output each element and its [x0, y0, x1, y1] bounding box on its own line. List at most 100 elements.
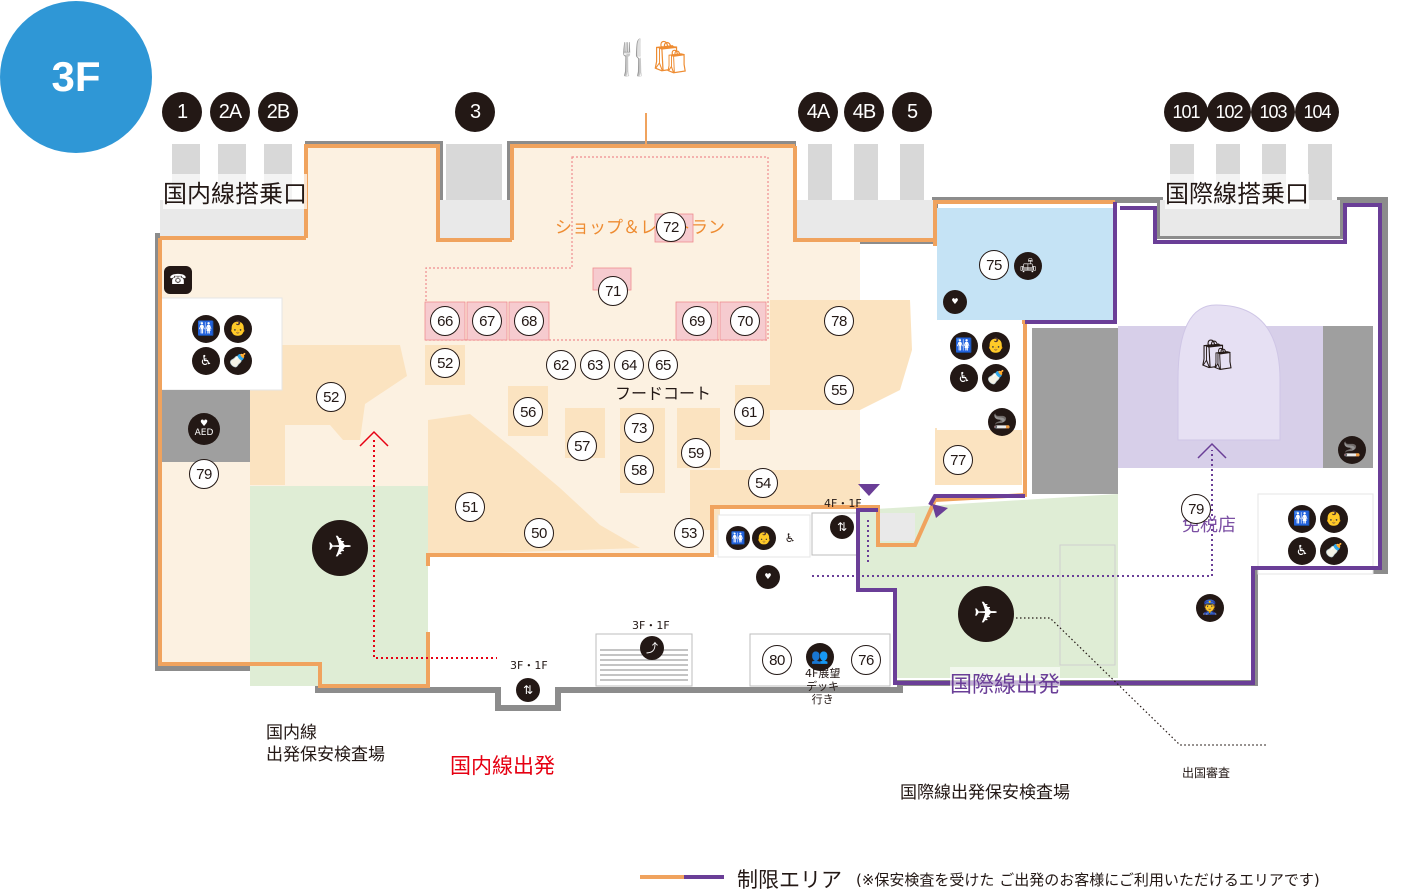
domestic-security-label: 国内線 出発保安検査場 [266, 723, 385, 765]
accessible-restroom-icon: ♿ [1288, 537, 1316, 565]
gate-badge: 101 [1164, 92, 1208, 132]
shop-number[interactable]: 64 [614, 350, 644, 380]
shop-number[interactable]: 71 [598, 276, 628, 306]
gate-badge: 2A [210, 92, 250, 132]
shop-number[interactable]: 53 [674, 518, 704, 548]
shop-number[interactable]: 79 [189, 459, 219, 489]
shop-number[interactable]: 63 [580, 350, 610, 380]
shop-number[interactable]: 75 [979, 250, 1009, 280]
gate-badge: 1 [162, 92, 202, 132]
nursing-room-icon: 👶 [224, 315, 252, 343]
stairs-lines [600, 649, 688, 681]
intl-security-label: 国際線出発保安検査場 [900, 783, 1070, 803]
gate-badge: 5 [892, 92, 932, 132]
food-court-label: フードコート [615, 384, 712, 403]
nursing-room-icon: 👶 [752, 526, 776, 550]
accessible-restroom-icon: ♿ [778, 526, 802, 550]
shop-number[interactable]: 56 [513, 397, 543, 427]
legend-note: (※保安検査を受けた ご出発のお客様にご利用いただけるエリアです) [856, 871, 1320, 889]
shop-number[interactable]: 77 [943, 445, 973, 475]
departure-plane-icon: ✈ [312, 520, 368, 576]
nursing-room-icon: 👶 [1320, 505, 1348, 533]
shop-number[interactable]: 80 [762, 645, 792, 675]
shop-number[interactable]: 62 [546, 350, 576, 380]
escalator-label-3f1f: 3F・1F [632, 619, 670, 632]
gate-badge: 4A [798, 92, 838, 132]
restroom-block-left [159, 297, 283, 391]
restroom-icon: 🚻 [726, 526, 750, 550]
shop-number[interactable]: 67 [472, 306, 502, 336]
intl-departure-label: 国際線出発 [950, 667, 1061, 699]
aed-icon: ♥AED [188, 413, 220, 445]
restroom-icon: 🚻 [950, 332, 978, 360]
intl-wall-block [1032, 328, 1118, 494]
gate-badge: 4B [844, 92, 884, 132]
intl-restricted-border [856, 202, 1382, 685]
elevator-label-4f1f: 4F・1F [824, 497, 862, 510]
duty-free-oval [1177, 304, 1281, 441]
shop-number[interactable]: 72 [656, 212, 686, 242]
shop-number[interactable]: 68 [514, 306, 544, 336]
elevator-label-3f1f: 3F・1F [510, 659, 548, 672]
shop-number[interactable]: 54 [748, 468, 778, 498]
elevator-icon: ⇅ [830, 515, 854, 539]
accessible-restroom-icon: ♿ [950, 364, 978, 392]
gate-badge: 102 [1207, 92, 1251, 132]
baby-changing-icon: 🍼 [1320, 537, 1348, 565]
immigration-label: 出国審査 [1182, 766, 1231, 780]
observation-deck-label: 4F展望 デッキ 行き [805, 667, 841, 706]
domestic-security-area [250, 486, 428, 686]
shop-number[interactable]: 70 [730, 306, 760, 336]
meeting-point-icon: 👥 [806, 643, 834, 671]
arrow-left-marker [932, 504, 948, 518]
baby-changing-icon: 🍼 [224, 347, 252, 375]
shop-number[interactable]: 55 [824, 375, 854, 405]
shop-number[interactable]: 52 [316, 382, 346, 412]
shop-number[interactable]: 52 [430, 348, 460, 378]
domestic-route [373, 440, 497, 659]
shop-number[interactable]: 66 [430, 306, 460, 336]
shop-number[interactable]: 65 [648, 350, 678, 380]
aed-label: AED [194, 428, 214, 438]
floor-badge: 3F [0, 1, 152, 153]
shop-number[interactable]: 78 [824, 306, 854, 336]
aed-icon: ♥ [756, 565, 780, 589]
lounge-icon: 🛋 [1014, 252, 1042, 280]
intl-route [812, 450, 1213, 577]
shop-number[interactable]: 57 [567, 431, 597, 461]
shop-number[interactable]: 79 [1181, 494, 1211, 524]
domestic-departure-label: 国内線出発 [450, 754, 555, 778]
gate-badge: 3 [455, 92, 495, 132]
shop-restaurant-label: ショップ＆レストラン [555, 218, 725, 238]
shop-number[interactable]: 61 [734, 397, 764, 427]
intl-boarding-label: 国際線搭乗口 [1165, 174, 1309, 209]
police-icon: 👮 [1196, 594, 1224, 622]
aed-icon: ♥ [943, 290, 967, 314]
shop-number[interactable]: 73 [624, 413, 654, 443]
domestic-route-arrow [359, 430, 389, 447]
escalator-icon: ⤴ [640, 636, 664, 660]
shop-number[interactable]: 50 [524, 518, 554, 548]
arrow-down-marker [858, 484, 880, 496]
shopping-icon: 🛍 [650, 38, 691, 76]
duty-free-icon: 🛍 [1198, 338, 1237, 373]
shop-number[interactable]: 51 [455, 492, 485, 522]
departure-plane-icon: ✈ [958, 586, 1014, 642]
nursing-room-icon: 👶 [982, 332, 1010, 360]
shop-number[interactable]: 58 [624, 455, 654, 485]
shop-number[interactable]: 59 [681, 438, 711, 468]
domestic-restricted-border [158, 144, 1115, 688]
smoking-room-icon: 🚬 [988, 408, 1016, 436]
shop-number[interactable]: 69 [682, 306, 712, 336]
legend-label: 制限エリア [737, 868, 842, 892]
restroom-icon: 🚻 [192, 315, 220, 343]
restaurant-icon: 🍴 [612, 38, 655, 78]
gate-badge: 104 [1295, 92, 1339, 132]
baby-changing-icon: 🍼 [982, 364, 1010, 392]
domestic-boarding-label: 国内線搭乗口 [163, 174, 307, 209]
shop-number[interactable]: 76 [851, 645, 881, 675]
accessible-restroom-icon: ♿ [192, 347, 220, 375]
elevator-icon: ⇅ [516, 678, 540, 702]
smoking-room-icon: 🚬 [1338, 436, 1366, 464]
